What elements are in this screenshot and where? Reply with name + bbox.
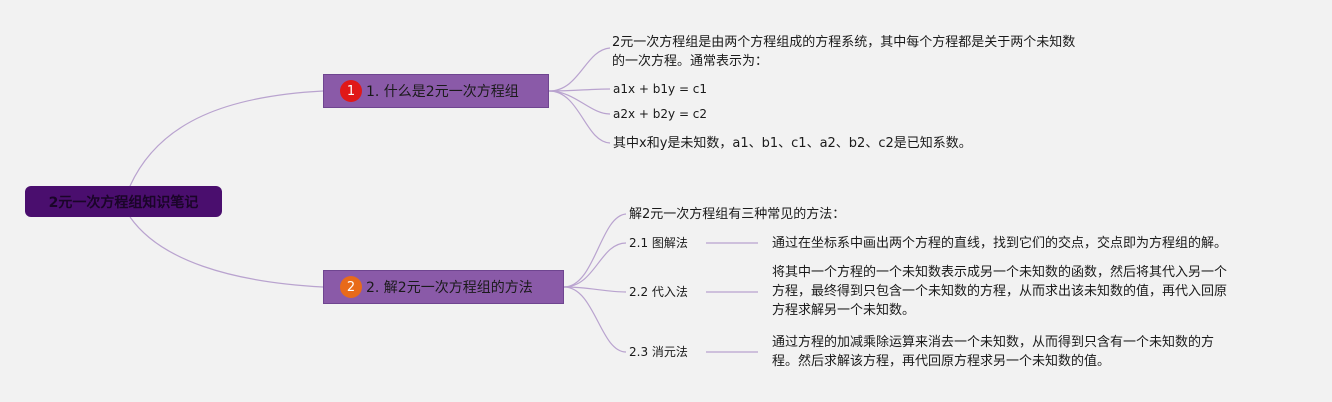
link-b1-child1 bbox=[548, 47, 611, 92]
method-desc-2-line2: 方程，最终得到只包含一个未知数的方程，从而求出该未知数的值，再代入回原 bbox=[772, 284, 1228, 299]
method-desc-2-line1: 将其中一个方程的一个未知数表示成另一个未知数的函数，然后将其代入另一个 bbox=[772, 265, 1228, 280]
method-name-2: 2.2 代入法 bbox=[629, 285, 688, 299]
number-badge-2: 2 bbox=[340, 276, 362, 298]
link-b2-intro bbox=[563, 213, 627, 288]
b1-explanation: 其中x和y是未知数，a1、b1、c1、a2、b2、c2是已知系数。 bbox=[613, 136, 972, 151]
b1-definition-line1: 2元一次方程组是由两个方程组成的方程系统，其中每个方程都是关于两个未知数 bbox=[612, 35, 1076, 50]
root-title: 2元一次方程组知识笔记 bbox=[48, 194, 199, 211]
method-desc-3-line2: 程。然后求解该方程，再代回原方程求另一个未知数的值。 bbox=[772, 354, 1111, 369]
b1-equation-2: a2x + b2y = c2 bbox=[613, 107, 708, 121]
b2-intro: 解2元一次方程组有三种常见的方法： bbox=[629, 207, 846, 222]
link-b2-m2 bbox=[563, 286, 627, 293]
b1-definition: 2元一次方程组是由两个方程组成的方程系统，其中每个方程都是关于两个未知数 的一次… bbox=[612, 33, 1075, 71]
link-b1-child3 bbox=[548, 90, 611, 115]
method-desc-3: 通过方程的加减乘除运算来消去一个未知数，从而得到只含有一个未知数的方 程。然后求… bbox=[772, 333, 1214, 371]
method-desc-1: 通过在坐标系中画出两个方程的直线，找到它们的交点，交点即为方程组的解。 bbox=[772, 234, 1227, 253]
branch-node-2[interactable]: 2 2. 解2元一次方程组的方法 bbox=[323, 270, 564, 304]
link-b2-m3 bbox=[563, 286, 627, 353]
number-badge-1: 1 bbox=[340, 80, 362, 102]
method-desc-1-line1: 通过在坐标系中画出两个方程的直线，找到它们的交点，交点即为方程组的解。 bbox=[772, 236, 1228, 251]
method-name-1: 2.1 图解法 bbox=[629, 236, 688, 250]
link-root-branch2 bbox=[129, 216, 324, 288]
b1-definition-line2: 的一次方程。通常表示为： bbox=[612, 54, 769, 69]
link-b1-child4 bbox=[548, 90, 611, 144]
method-desc-3-line1: 通过方程的加减乘除运算来消去一个未知数，从而得到只含有一个未知数的方 bbox=[772, 335, 1215, 350]
root-node[interactable]: 2元一次方程组知识笔记 bbox=[25, 186, 222, 217]
method-desc-2-line3: 方程求解另一个未知数。 bbox=[772, 303, 916, 318]
branch-title-1: 1. 什么是2元一次方程组 bbox=[366, 84, 519, 100]
method-name-3: 2.3 消元法 bbox=[629, 345, 688, 359]
link-b2-m1 bbox=[563, 242, 627, 288]
b1-equation-1: a1x + b1y = c1 bbox=[613, 82, 708, 96]
branch-title-2: 2. 解2元一次方程组的方法 bbox=[366, 280, 533, 296]
method-desc-2: 将其中一个方程的一个未知数表示成另一个未知数的函数，然后将其代入另一个 方程，最… bbox=[772, 263, 1227, 320]
branch-node-1[interactable]: 1 1. 什么是2元一次方程组 bbox=[323, 74, 549, 108]
link-root-branch1 bbox=[129, 90, 324, 187]
